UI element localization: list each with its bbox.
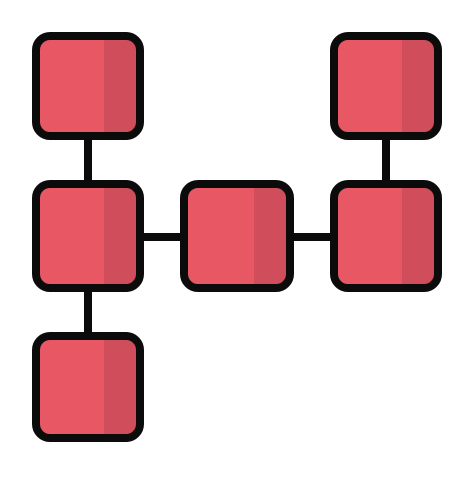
node-center bbox=[180, 180, 294, 292]
node-top-right bbox=[330, 32, 442, 140]
node-top-left bbox=[32, 32, 144, 140]
connector-lines bbox=[84, 132, 390, 340]
node-middle-left bbox=[32, 180, 144, 292]
node-bottom-left bbox=[32, 332, 144, 442]
node-middle-right bbox=[330, 180, 442, 292]
